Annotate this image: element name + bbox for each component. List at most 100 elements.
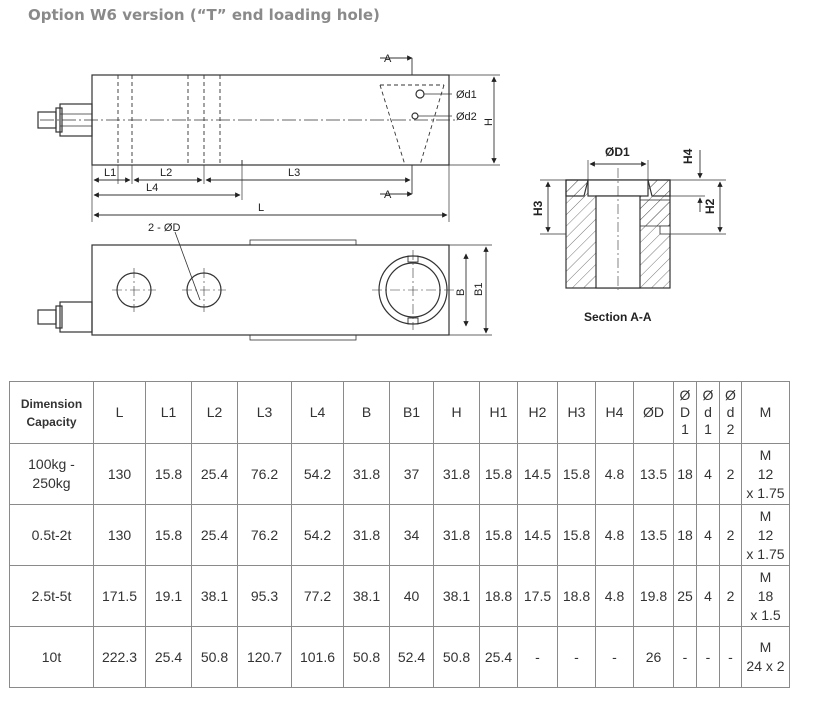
table-cell: 38.1 [433,565,480,627]
label-h: H [483,118,495,126]
table-cell: 38.1 [343,565,390,627]
col-header: H [433,381,480,444]
table-cell: 15.8 [557,504,596,566]
top-view [37,231,492,341]
table-cell: - [719,626,742,688]
table-cell: 54.2 [291,504,344,566]
col-header: L [93,381,146,444]
label-b: B [455,289,467,296]
technical-drawing: A A Ød1 Ød2 H L1 L2 L3 L4 L [37,53,726,341]
label-H2: H2 [703,198,717,214]
table-cell: 14.5 [517,443,558,505]
table-cell: 4 [696,565,720,627]
table-cell: 34 [389,504,434,566]
table-cell: 25.4 [145,626,192,688]
label-D1: ØD1 [605,145,630,159]
label-l: L [258,202,264,214]
table-cell: - [517,626,558,688]
table-cell: 4.8 [595,565,634,627]
table-cell: 95.3 [237,565,292,627]
label-H4: H4 [681,148,695,164]
table-cell: 4 [696,443,720,505]
col-header: H4 [595,381,634,444]
table-cell: 50.8 [191,626,238,688]
table-cell: 120.7 [237,626,292,688]
table-cell: 19.1 [145,565,192,627]
table-cell: 19.8 [633,565,674,627]
col-header: L1 [145,381,192,444]
label-d1: Ød1 [456,89,477,101]
capacity-cell: 2.5t-5t [9,565,94,627]
label-l3: L3 [288,167,300,179]
table-cell: 31.8 [343,443,390,505]
table-cell: 4.8 [595,504,634,566]
table-cell: 4.8 [595,443,634,505]
table-cell: 54.2 [291,443,344,505]
label-a-bottom: A [384,189,392,201]
table-cell: 50.8 [343,626,390,688]
table-cell: - [673,626,697,688]
table-cell: 171.5 [93,565,146,627]
table-cell: 15.8 [557,443,596,505]
label-l2: L2 [160,167,172,179]
table-cell: 25.4 [191,504,238,566]
table-cell: 76.2 [237,504,292,566]
col-header: L4 [291,381,344,444]
table-cell: 76.2 [237,443,292,505]
table-cell: 31.8 [343,504,390,566]
table-cell: 17.5 [517,565,558,627]
col-header: B [343,381,390,444]
table-cell: 14.5 [517,504,558,566]
table-cell: 15.8 [479,504,518,566]
label-l1: L1 [104,167,116,179]
col-header: B1 [389,381,434,444]
col-header: H3 [557,381,596,444]
table-cell: 130 [93,443,146,505]
table-cell: 25.4 [479,626,518,688]
table-cell: 18.8 [479,565,518,627]
col-header: H2 [517,381,558,444]
col-header: L3 [237,381,292,444]
label-section: Section A-A [584,310,652,324]
label-b1: B1 [473,283,485,296]
table-cell: - [696,626,720,688]
table-cell: 77.2 [291,565,344,627]
table-cell: 15.8 [479,443,518,505]
table-cell: 40 [389,565,434,627]
table-cell: 18 [673,504,697,566]
capacity-cell: 10t [9,626,94,688]
table-cell: 130 [93,504,146,566]
label-hole-d: 2 - ØD [148,222,180,234]
table-cell: 31.8 [433,504,480,566]
table-cell: 50.8 [433,626,480,688]
col-header: H1 [479,381,518,444]
section-view [540,150,726,290]
col-header-m: M [741,381,790,444]
table-cell: 13.5 [633,443,674,505]
table-cell: 18 [673,443,697,505]
label-H3: H3 [531,200,545,216]
page-title: Option W6 version (“T” end loading hole) [28,6,380,24]
label-a-top: A [384,53,392,65]
table-cell: 37 [389,443,434,505]
table-cell: - [557,626,596,688]
table-cell: 26 [633,626,674,688]
table-cell: 2 [719,504,742,566]
table-cell: 222.3 [93,626,146,688]
table-cell: 25 [673,565,697,627]
col-header: ØD [633,381,674,444]
